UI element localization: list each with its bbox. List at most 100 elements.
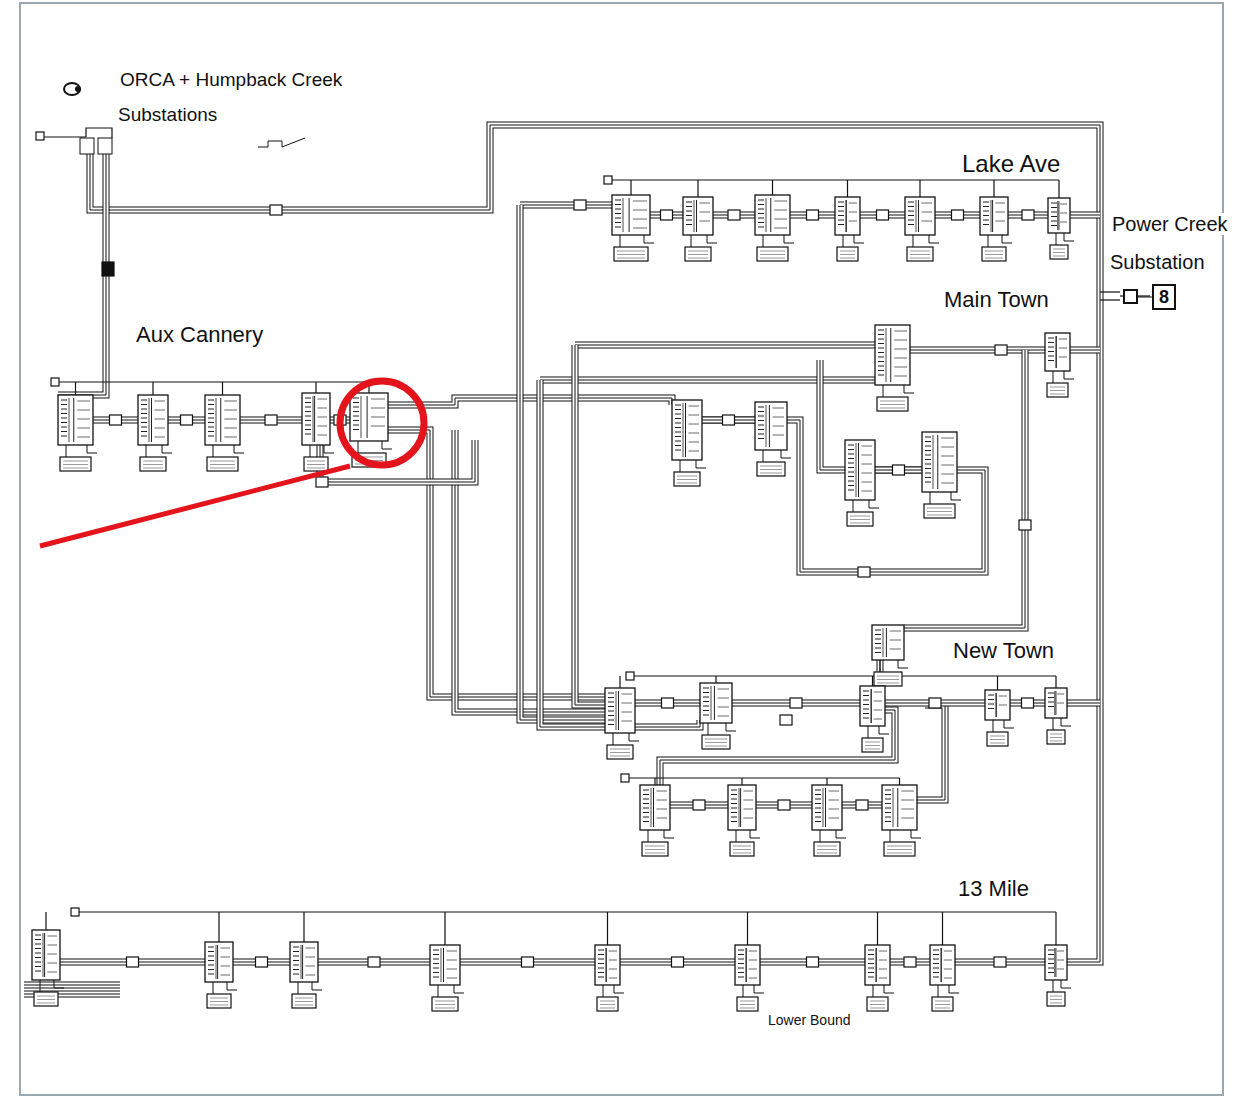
switch-symbol [929,698,941,708]
breaker-tick [925,464,931,465]
breaker-tick [1060,213,1067,214]
breaker-tick [848,490,854,491]
breaker-tick [908,215,914,216]
breaker-tick [731,808,737,809]
bus-line [1055,912,1056,945]
breaker-tick [317,408,327,409]
breaker-tick [983,220,989,221]
cable-gap [1070,348,1100,353]
feeder-drop [1061,980,1071,988]
internal-bus [1056,691,1057,715]
breaker-tick [155,437,166,438]
load-hatch [985,251,1003,252]
breaker-tick [615,200,621,201]
breaker-tick [738,963,744,964]
breaker-tick [829,800,840,801]
breaker-tick [894,376,907,377]
breaker-tick [933,963,939,964]
bus-line [75,911,1056,912]
breaker-tick [353,425,359,426]
load-hatch [295,1001,313,1002]
breaker-tick [894,349,907,350]
breaker-tick [141,431,147,432]
bus-line [315,382,316,393]
load-hatch [760,469,782,470]
breaker-box: 8 [1152,284,1176,310]
cabinet-body [860,686,885,726]
breaker-tick [700,221,711,222]
boundary-label-wrap: Lower Bound [766,1012,853,1029]
switch-symbol [51,378,59,386]
breaker-tick [609,969,617,970]
bus-line [993,180,994,197]
breaker-tick [703,715,709,716]
feeder-drop [40,980,41,992]
feeder-drop [312,982,322,990]
internal-bus [871,689,872,723]
feeder-drop [696,460,706,468]
switchgear-cabinet [672,400,706,486]
load-hatch [645,853,665,854]
substation-label: Power Creek Substation [1110,213,1228,273]
switch-symbol [858,567,870,577]
breaker-tick [875,639,881,640]
switch-symbol [1124,290,1137,303]
breaker-tick [608,693,614,694]
switchgear-cabinet [700,683,736,749]
load-box [982,247,1006,261]
cabinet-body [1045,333,1070,371]
feeder-drop [993,720,994,732]
area-label: Lake Ave [960,150,1062,177]
bus-line [630,180,631,195]
breaker-tick [718,698,729,699]
breaker-tick [925,468,931,469]
load-box [685,247,711,261]
bus-line [619,676,620,688]
load-hatch [1050,1003,1062,1004]
load-hatch [645,849,665,850]
breaker-tick [743,818,753,819]
breaker-tick [1048,693,1054,694]
switch-symbol [780,715,792,725]
switch-symbol [856,800,868,810]
breaker-tick [758,420,764,421]
breaker-tick [1051,225,1057,226]
switchgear-cabinet [683,197,717,261]
switch-symbol [110,415,122,425]
internal-bus [149,398,150,442]
breaker-tick [738,972,744,973]
breaker-tick [1048,351,1054,352]
breaker-tick [758,227,764,228]
breaker-tick [925,482,931,483]
switch-symbol [270,205,282,215]
breaker-tick [758,222,764,223]
substation-symbol [98,138,112,154]
breaker-tick [879,960,887,961]
internal-bus [876,948,877,982]
feeder-drop [382,441,392,449]
load-hatch [733,849,751,850]
breaker-tick [615,222,621,223]
cable-gap [575,345,605,705]
internal-bus [216,398,217,442]
switch-symbol [621,774,629,782]
feeder-drop [898,660,908,668]
cable-outer [1067,700,1100,707]
load-hatch [880,404,905,405]
breaker-tick [749,969,757,970]
internal-bus [441,948,442,982]
breaker-tick [908,202,914,203]
bus-line [152,382,153,395]
breaker-tick [743,800,753,801]
breaker-tick [925,441,931,442]
cabinet-body [812,785,842,830]
internal-bus [618,691,619,730]
breaker-tick [609,960,617,961]
load-box [207,457,238,471]
switch-symbol [256,957,268,967]
load-hatch [63,461,88,462]
breaker-tick [433,954,439,955]
breaker-tick [774,219,787,220]
breaker-tick [718,707,729,708]
breaker-tick [622,721,633,722]
